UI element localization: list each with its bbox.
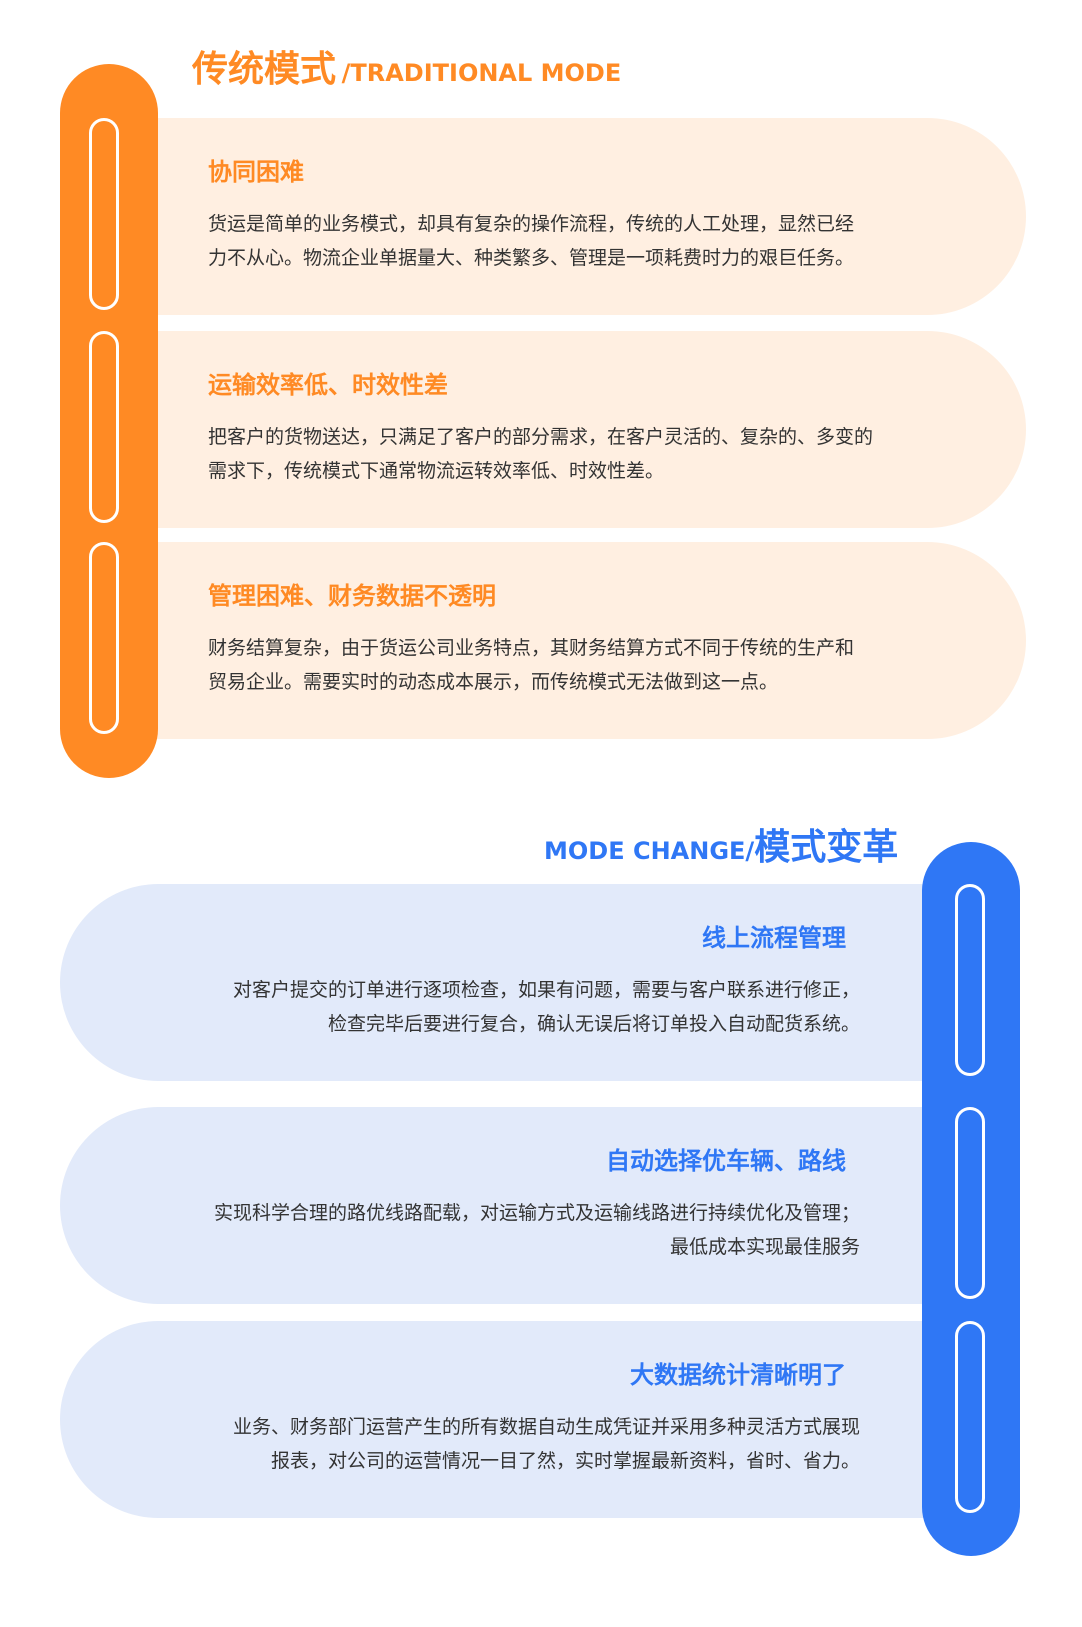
change-card-auto-routing: 自动选择优车辆、路线 实现科学合理的路优线路配载，对运输方式及运输线路进行持续优…: [60, 1107, 930, 1304]
card-body: 对客户提交的订单进行逐项检查，如果有问题，需要与客户联系进行修正， 检查完毕后要…: [130, 973, 860, 1041]
binder-slot: [955, 1321, 985, 1513]
traditional-card-efficiency: 运输效率低、时效性差 把客户的货物送达，只满足了客户的部分需求，在客户灵活的、复…: [150, 331, 1026, 528]
traditional-card-coordination: 协同困难 货运是简单的业务模式，却具有复杂的操作流程，传统的人工处理，显然已经 …: [150, 118, 1026, 315]
card-line: 需求下，传统模式下通常物流运转效率低、时效性差。: [208, 460, 665, 482]
card-body: 货运是简单的业务模式，却具有复杂的操作流程，传统的人工处理，显然已经 力不从心。…: [208, 207, 986, 275]
blue-binder-strip: [922, 842, 1020, 1556]
binder-slot: [955, 1107, 985, 1299]
card-body: 业务、财务部门运营产生的所有数据自动生成凭证并采用多种灵活方式展现 报表，对公司…: [130, 1410, 860, 1478]
card-line: 最低成本实现最佳服务: [669, 1236, 860, 1258]
card-title: 运输效率低、时效性差: [208, 371, 448, 399]
binder-slot: [955, 884, 985, 1076]
change-card-online-process: 线上流程管理 对客户提交的订单进行逐项检查，如果有问题，需要与客户联系进行修正，…: [60, 884, 930, 1081]
card-body: 财务结算复杂，由于货运公司业务特点，其财务结算方式不同于传统的生产和 贸易企业。…: [208, 631, 986, 699]
card-line: 检查完毕后要进行复合，确认无误后将订单投入自动配货系统。: [327, 1013, 860, 1035]
traditional-mode-title-cn: 传统模式: [192, 49, 337, 90]
card-line: 业务、财务部门运营产生的所有数据自动生成凭证并采用多种灵活方式展现: [232, 1416, 860, 1438]
mode-change-heading: MODE CHANGE/模式变革: [544, 818, 898, 870]
card-line: 力不从心。物流企业单据量大、种类繁多、管理是一项耗费时力的艰巨任务。: [208, 247, 855, 269]
binder-slot: [89, 118, 119, 310]
binder-slot: [89, 331, 119, 523]
card-line: 把客户的货物送达，只满足了客户的部分需求，在客户灵活的、复杂的、多变的: [208, 426, 874, 448]
card-title: 协同困难: [208, 158, 304, 186]
orange-binder-strip: [60, 64, 158, 778]
card-body: 实现科学合理的路优线路配载，对运输方式及运输线路进行持续优化及管理； 最低成本实…: [130, 1196, 860, 1264]
card-line: 对客户提交的订单进行逐项检查，如果有问题，需要与客户联系进行修正，: [232, 979, 860, 1001]
mode-change-title-en: MODE CHANGE/: [544, 837, 755, 865]
card-line: 货运是简单的业务模式，却具有复杂的操作流程，传统的人工处理，显然已经: [208, 213, 855, 235]
mode-change-title-cn: 模式变革: [754, 827, 899, 868]
card-title: 线上流程管理: [702, 924, 846, 952]
card-line: 贸易企业。需要实时的动态成本展示，而传统模式无法做到这一点。: [208, 671, 779, 693]
card-line: 报表，对公司的运营情况一目了然，实时掌握最新资料，省时、省力。: [270, 1450, 860, 1472]
card-body: 把客户的货物送达，只满足了客户的部分需求，在客户灵活的、复杂的、多变的 需求下，…: [208, 420, 986, 488]
card-title: 自动选择优车辆、路线: [606, 1147, 846, 1175]
traditional-card-finance: 管理困难、财务数据不透明 财务结算复杂，由于货运公司业务特点，其财务结算方式不同…: [150, 542, 1026, 739]
change-card-big-data: 大数据统计清晰明了 业务、财务部门运营产生的所有数据自动生成凭证并采用多种灵活方…: [60, 1321, 930, 1518]
card-line: 财务结算复杂，由于货运公司业务特点，其财务结算方式不同于传统的生产和: [208, 637, 855, 659]
card-title: 大数据统计清晰明了: [630, 1361, 846, 1389]
card-line: 实现科学合理的路优线路配载，对运输方式及运输线路进行持续优化及管理；: [213, 1202, 860, 1224]
binder-slot: [89, 542, 119, 734]
traditional-mode-heading: 传统模式 /TRADITIONAL MODE: [192, 40, 621, 92]
traditional-mode-title-en: /TRADITIONAL MODE: [341, 59, 622, 87]
card-title: 管理困难、财务数据不透明: [208, 582, 496, 610]
